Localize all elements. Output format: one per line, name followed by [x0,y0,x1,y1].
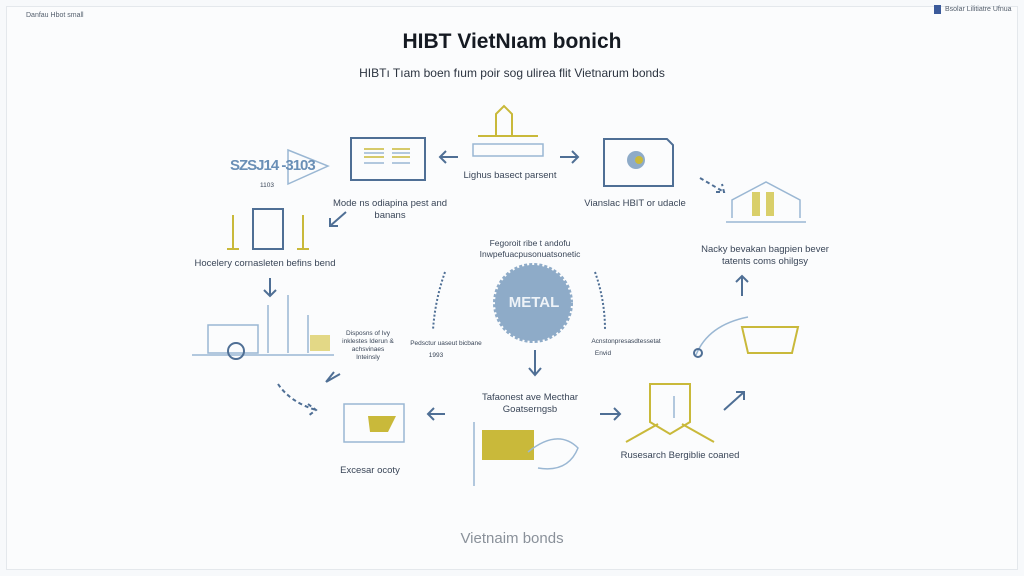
center-heading: Fegoroit ribe t andofu Inwpefuacpusonuat… [479,238,581,259]
arrow-diag-1 [699,177,726,193]
corner-caption-right: Bsolar Lilitiatre Ufnua [945,6,1012,13]
arrow-left-2 [426,407,445,421]
arrow-diag-3 [723,391,745,411]
arrow-up-1 [735,274,749,296]
bottom-center-label: Tafaonest ave Mecthar Goatserngsb [481,392,579,415]
bank-label: Nacky bevakan bagpien bever tatents coms… [701,244,829,267]
connector-arrows [432,271,606,377]
left-small-label: Disposns of Ivy inklestes Iderun & achsv… [342,330,394,361]
document-icon [350,137,426,181]
mid-left-small-label-2: 1993 [428,352,444,359]
banner-sub: 1103 [260,182,274,189]
arrow-right-2 [600,407,622,421]
folder-hand-icon [473,422,579,486]
shield-label: Rusesarch Bergiblie coaned [620,450,740,461]
arrow-diag-2 [329,211,347,227]
scales-icon [227,208,309,250]
mid-right-small-label: Acnstonpresasdtessetat [591,338,661,345]
banner-arrow-icon [287,148,330,186]
arrow-right-1 [560,150,580,164]
scales-label: Hocelery cornasleten befins bend [194,258,336,269]
building-label: Lighus basect parsent [463,170,557,181]
monitor-label: Excesar ocoty [340,465,400,476]
metal-badge-icon [493,263,573,343]
page-title: HIBT VietNıam bonich [402,30,622,53]
brand-icon [934,5,941,14]
metal-badge-label: METAL [508,294,560,311]
arrow-curve-1 [277,383,318,417]
page-subtitle: HIBTı Tıam boen fıum poir sog ulirea fli… [359,66,665,80]
arrow-down-1 [263,278,277,298]
building-icon [472,104,544,157]
footer-caption: Vietnaim bonds [460,530,564,547]
truck-city-icon [192,295,334,360]
shield-icon [625,383,715,443]
arrow-left-1 [438,150,458,164]
bank-icon [726,181,806,223]
basket-icon [693,316,800,358]
document-label: Mode ns odiapina pest and banans [332,198,448,221]
monitor-icon [343,403,405,443]
mid-left-small-label: Pedsctur uaseut bicbane [410,340,482,347]
corner-caption-left: Danfau Hbot small [26,12,84,19]
screen-label: Vianslac HBIT or udacle [584,198,686,209]
arrow-curve-2 [325,371,341,383]
screen-icon [603,138,674,187]
banner-code: SZSJ14 -3103 [230,157,316,174]
mid-right-small-label-2: Envid [594,350,612,357]
